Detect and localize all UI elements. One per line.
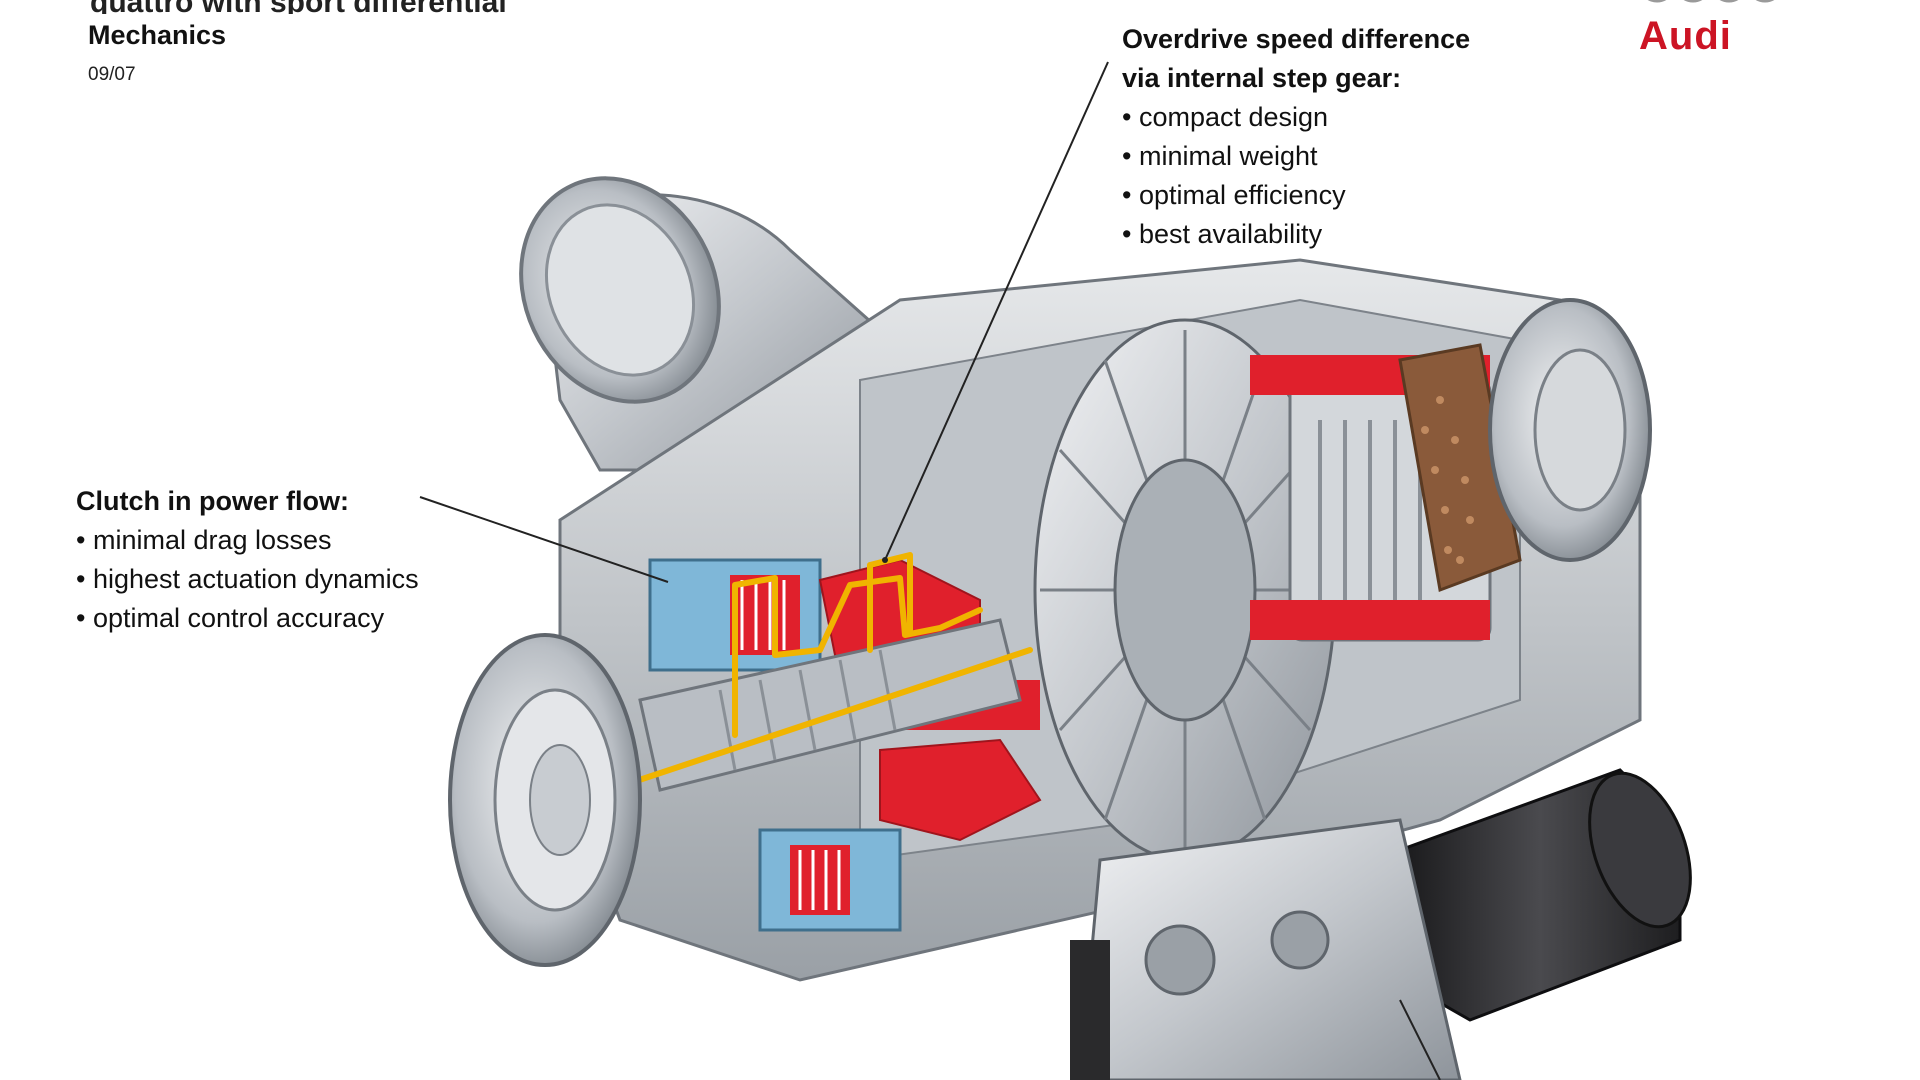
left-input-flange [448,633,642,967]
clutch-heading: Clutch in power flow: [76,486,349,516]
section-title: Mechanics [88,20,227,50]
list-item: minimal drag losses [76,521,419,560]
overdrive-bullet-list: compact design minimal weight optimal ef… [1122,98,1470,254]
callout-leader-lines [419,61,1441,1080]
list-item: minimal weight [1122,137,1470,176]
superposition-unit [1250,343,1522,642]
hydraulic-control-block [1070,818,1462,1080]
leader-dot [882,557,888,563]
list-item: best availability [1122,215,1470,254]
list-item: optimal efficiency [1122,176,1470,215]
list-item: compact design [1122,98,1470,137]
date-label: 09/07 [88,64,136,85]
ring-gear [1033,318,1337,862]
overdrive-heading-line1: Overdrive speed difference [1122,24,1471,54]
overdrive-heading-line2: via internal step gear: [1122,63,1402,93]
list-item: highest actuation dynamics [76,560,419,599]
clutch-callout: Clutch in power flow: minimal drag losse… [76,482,419,638]
page-title-cropped: quattro with sport differential [0,0,1920,14]
audi-wordmark: Audi [1639,14,1732,58]
list-item: optimal control accuracy [76,599,419,638]
audi-logo: Audi [1625,0,1795,60]
right-output-flange [1488,298,1652,562]
clutch-bullet-list: minimal drag losses highest actuation dy… [76,521,419,638]
overdrive-callout: Overdrive speed difference via internal … [1122,20,1470,254]
